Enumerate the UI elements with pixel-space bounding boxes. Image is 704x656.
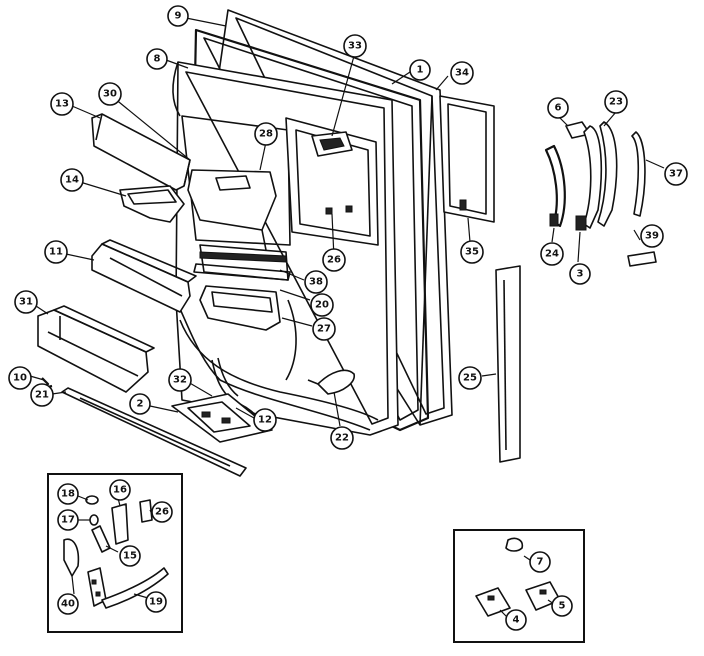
svg-text:25: 25	[463, 373, 477, 384]
callout-17: 17	[57, 509, 79, 531]
callout-25: 25	[458, 366, 482, 390]
callout-30: 30	[98, 82, 122, 106]
control-compartment	[285, 117, 379, 246]
svg-text:40: 40	[61, 599, 75, 610]
callout-23: 23	[604, 90, 628, 114]
callout-26-inset: 26	[151, 501, 173, 523]
svg-text:31: 31	[19, 297, 33, 308]
callout-31: 31	[14, 290, 38, 314]
callout-13: 13	[50, 92, 74, 116]
callout-24: 24	[540, 242, 564, 266]
svg-text:3: 3	[577, 269, 584, 280]
svg-text:24: 24	[545, 249, 559, 260]
svg-text:19: 19	[149, 597, 163, 608]
svg-text:35: 35	[465, 247, 479, 258]
svg-text:20: 20	[315, 300, 329, 311]
svg-text:39: 39	[645, 231, 659, 242]
svg-text:10: 10	[13, 373, 27, 384]
callout-11: 11	[44, 240, 68, 264]
handle-pieces	[544, 121, 591, 228]
svg-text:18: 18	[61, 489, 75, 500]
door-bin-large	[37, 305, 155, 393]
leader-lines	[29, 17, 665, 427]
svg-text:33: 33	[348, 41, 362, 52]
svg-text:6: 6	[555, 103, 562, 114]
shelf-cover	[91, 113, 191, 191]
svg-text:1: 1	[417, 65, 424, 76]
callout-32: 32	[168, 368, 192, 392]
svg-text:22: 22	[335, 433, 349, 444]
callout-18: 18	[57, 483, 79, 505]
callout-28-top: 28	[254, 122, 278, 146]
callout-27: 27	[312, 317, 336, 341]
callout-34: 34	[450, 61, 474, 85]
svg-text:38: 38	[309, 277, 323, 288]
lower-liner-contour	[179, 299, 379, 421]
callout-7: 7	[529, 551, 551, 573]
svg-text:23: 23	[609, 97, 623, 108]
lower-door-shelf	[199, 285, 281, 331]
door-panel	[439, 95, 495, 223]
svg-text:13: 13	[55, 99, 69, 110]
callout-3: 3	[569, 263, 591, 285]
svg-text:34: 34	[455, 68, 469, 79]
frame-trim	[193, 251, 291, 281]
svg-text:16: 16	[113, 485, 127, 496]
callout-5: 5	[551, 595, 573, 617]
svg-text:32: 32	[173, 375, 187, 386]
callout-22: 22	[330, 426, 354, 450]
svg-text:37: 37	[669, 169, 683, 180]
svg-text:27: 27	[317, 324, 331, 335]
callout-4: 4	[505, 609, 527, 631]
callout-12: 12	[253, 408, 277, 432]
door-handle	[575, 121, 618, 231]
svg-text:21: 21	[35, 390, 49, 401]
small-shelf	[119, 185, 185, 223]
callout-37: 37	[664, 162, 688, 186]
callout-33: 33	[343, 34, 367, 58]
callout-8: 8	[146, 48, 168, 70]
svg-text:12: 12	[258, 415, 272, 426]
callout-21: 21	[30, 383, 54, 407]
vertical-trim	[495, 265, 521, 463]
svg-text:11: 11	[49, 247, 63, 258]
door-bin-upper	[91, 239, 197, 313]
callout-39: 39	[640, 224, 664, 248]
door-stop	[307, 369, 355, 395]
callout-2: 2	[129, 393, 151, 415]
svg-text:2: 2	[137, 399, 144, 410]
callout-9: 9	[167, 5, 189, 27]
callout-6: 6	[547, 97, 569, 119]
dairy-door	[187, 169, 277, 251]
svg-text:15: 15	[123, 551, 137, 562]
callout-26-right: 26	[322, 248, 346, 272]
cam-inset	[453, 529, 585, 643]
callout-40: 40	[57, 593, 79, 615]
svg-text:14: 14	[65, 175, 79, 186]
long-trim-strip	[61, 387, 247, 477]
svg-text:28: 28	[259, 129, 273, 140]
callout-38: 38	[304, 270, 328, 294]
hinge-inset	[47, 473, 183, 633]
svg-text:26: 26	[327, 255, 341, 266]
callout-1: 1	[409, 59, 431, 81]
callout-14: 14	[60, 168, 84, 192]
svg-text:8: 8	[154, 54, 161, 65]
callout-19: 19	[145, 591, 167, 613]
svg-text:17: 17	[61, 515, 75, 526]
callout-20: 20	[310, 293, 334, 317]
svg-text:30: 30	[103, 89, 117, 100]
callout-16: 16	[109, 479, 131, 501]
svg-text:7: 7	[537, 557, 544, 568]
toe-grille	[171, 393, 273, 443]
svg-text:26: 26	[155, 507, 169, 518]
svg-text:9: 9	[175, 11, 182, 22]
svg-text:5: 5	[559, 601, 566, 612]
handle-strip	[627, 131, 657, 267]
callout-35: 35	[460, 240, 484, 264]
callout-10: 10	[8, 366, 32, 390]
callout-15: 15	[119, 545, 141, 567]
svg-text:4: 4	[513, 615, 520, 626]
